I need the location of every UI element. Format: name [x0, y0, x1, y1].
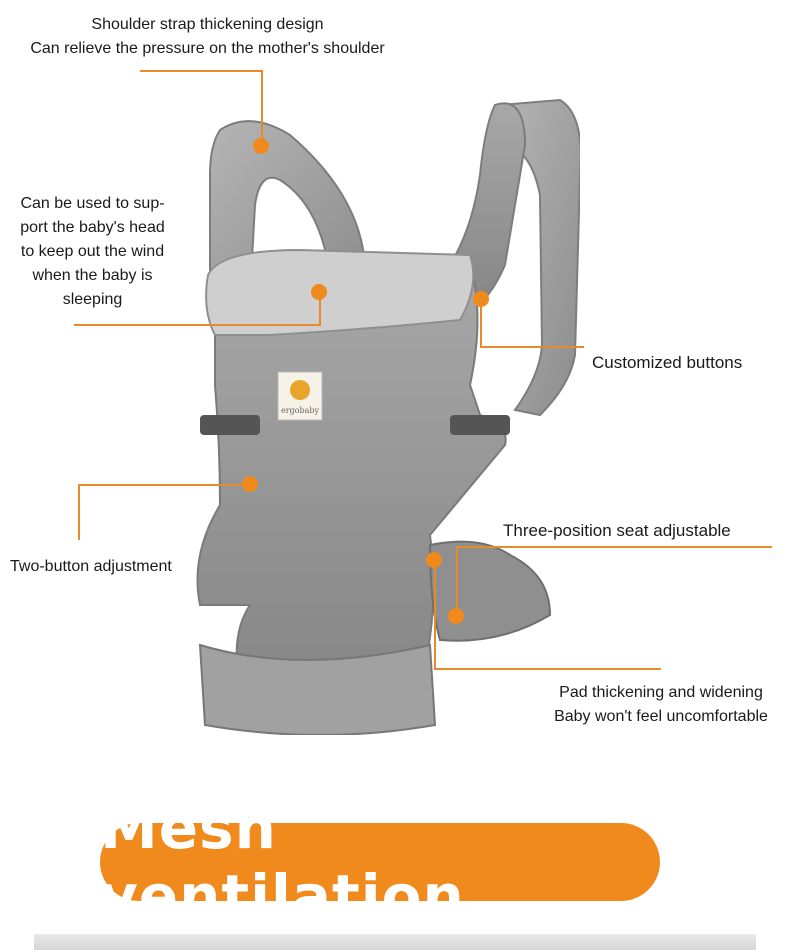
head-support-marker: [311, 284, 327, 300]
banner-title: Mesh ventilation: [100, 794, 465, 930]
connector-line: [74, 324, 321, 326]
head-support-line: when the baby is: [32, 267, 153, 284]
connector-line: [480, 346, 584, 348]
head-support-line: port the baby's head: [20, 219, 165, 236]
head-support-callout: Can be used to sup- port the baby's head…: [0, 192, 185, 312]
connector-line: [319, 292, 321, 326]
connector-line: [140, 70, 262, 72]
head-support-line: to keep out the wind: [20, 243, 165, 260]
shoulder-strap-callout: Shoulder strap thickening design Can rel…: [0, 13, 415, 61]
connector-line: [78, 484, 80, 540]
seat-adjust-callout: Three-position seat adjustable: [503, 521, 731, 540]
connector-line: [434, 668, 661, 670]
connector-line: [434, 560, 436, 670]
connector-line: [456, 546, 772, 548]
shoulder-callout-line1: Shoulder strap thickening design: [91, 16, 324, 33]
seat-marker: [426, 552, 442, 568]
button-marker: [473, 291, 489, 307]
two-button-marker: [242, 476, 258, 492]
head-support-line: Can be used to sup-: [20, 195, 165, 212]
connector-line: [261, 70, 263, 146]
two-button-callout: Two-button adjustment: [10, 558, 172, 575]
baby-carrier-image: ergobaby: [196, 98, 580, 735]
customized-buttons-callout: Customized buttons: [592, 353, 743, 372]
brand-label: ergobaby: [281, 406, 320, 415]
pad-marker: [448, 608, 464, 624]
pad-callout: Pad thickening and widening Baby won't f…: [530, 681, 790, 729]
mesh-ventilation-banner: Mesh ventilation: [100, 794, 660, 930]
head-support-line: sleeping: [62, 291, 123, 308]
pad-callout-line1: Pad thickening and widening: [559, 684, 763, 701]
shoulder-marker: [253, 138, 269, 154]
next-section-preview: [34, 934, 756, 950]
connector-line: [480, 300, 482, 348]
shoulder-callout-line2: Can relieve the pressure on the mother's…: [30, 40, 385, 57]
pad-callout-line2: Baby won't feel uncomfortable: [554, 708, 768, 725]
connector-line: [78, 484, 250, 486]
connector-line: [456, 546, 458, 616]
